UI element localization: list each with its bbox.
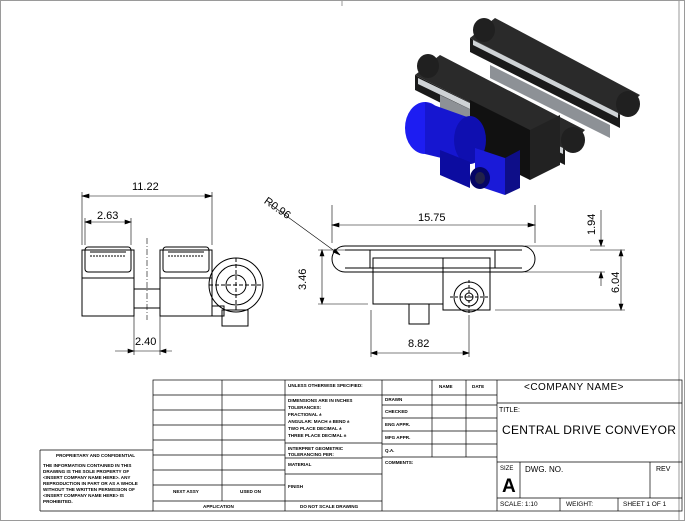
dim-height-left: 3.46 [297,268,309,290]
interpret-line-1: INTERPRET GEOMETRIC [288,446,344,451]
size-label: SIZE [500,466,514,472]
proprietary-line-3: <INSERT COMPANY NAME HERE>. ANY [43,475,131,480]
side-view [331,245,536,325]
proprietary-line-1: THE INFORMATION CONTAINED IN THIS [43,463,132,468]
row-comments: COMMENTS: [385,460,414,465]
dims-line-3: FRACTIONAL ± [288,412,322,417]
dims-line-1: DIMENSIONS ARE IN INCHES [288,398,353,403]
dims-line-6: THREE PLACE DECIMAL ± [288,433,347,438]
end-view [81,238,264,327]
sheet-text: SHEET 1 OF 1 [623,501,667,508]
drawing-title: CENTRAL DRIVE CONVEYOR [502,423,677,437]
dim-motor-offset: 2.40 [135,336,157,348]
dim-height-top: 1.94 [586,213,598,235]
size-value: A [502,476,516,497]
dim-overall-width: 11.22 [132,181,159,193]
proprietary-line-7: PROHIBITED. [43,499,73,504]
dims-line-4: ANGULAR: MACH ± BEND ± [288,419,350,424]
row-qa: Q.A. [385,448,395,453]
title-label: TITLE: [499,407,521,414]
dim-belt-width: 2.63 [97,210,119,222]
do-not-scale: DO NOT SCALE DRAWING [300,504,359,509]
dim-height-right: 6.04 [610,271,622,293]
dims-line-2: TOLERANCES: [288,405,322,410]
proprietary-line-4: REPRODUCTION IN PART OR AS A WHOLE [43,481,138,486]
dim-center-span: 8.82 [408,338,430,350]
end-view-dims [80,192,214,355]
next-assy: NEXT ASSY [173,489,199,494]
date-header: DATE [472,384,485,389]
rev-label: REV [656,466,671,473]
row-mfg-appr: MFG APPR. [385,435,411,440]
dim-length: 15.75 [418,212,446,224]
side-view-dims [269,203,625,357]
finish-label: FINISH [288,484,304,489]
proprietary-line-2: DRAWING IS THE SOLE PROPERTY OF [43,469,130,474]
unless-specified: UNLESS OTHERWISE SPECIFIED: [288,383,363,388]
proprietary-title: PROPRIETARY AND CONFIDENTIAL [56,453,136,458]
proprietary-line-5: WITHOUT THE WRITTEN PERMISSION OF [43,487,135,492]
isometric-view [405,18,640,195]
material-label: MATERIAL [288,462,312,467]
dwg-no-label: DWG. NO. [525,465,564,474]
row-checked: CHECKED [385,409,408,414]
scale-text: SCALE: 1:10 [500,501,538,508]
dims-line-5: TWO PLACE DECIMAL ± [288,426,342,431]
proprietary-line-6: <INSERT COMPANY NAME HERE> IS [43,493,125,498]
company-name: <COMPANY NAME> [524,382,624,393]
row-drawn: DRAWN [385,397,403,402]
title-block-grid [39,379,683,512]
row-eng-appr: ENG APPR. [385,422,411,427]
name-header: NAME [439,384,453,389]
used-on: USED ON [240,489,261,494]
weight-text: WEIGHT: [566,501,594,508]
application: APPLICATION [203,504,234,509]
interpret-line-2: TOLERANCING PER: [288,452,334,457]
